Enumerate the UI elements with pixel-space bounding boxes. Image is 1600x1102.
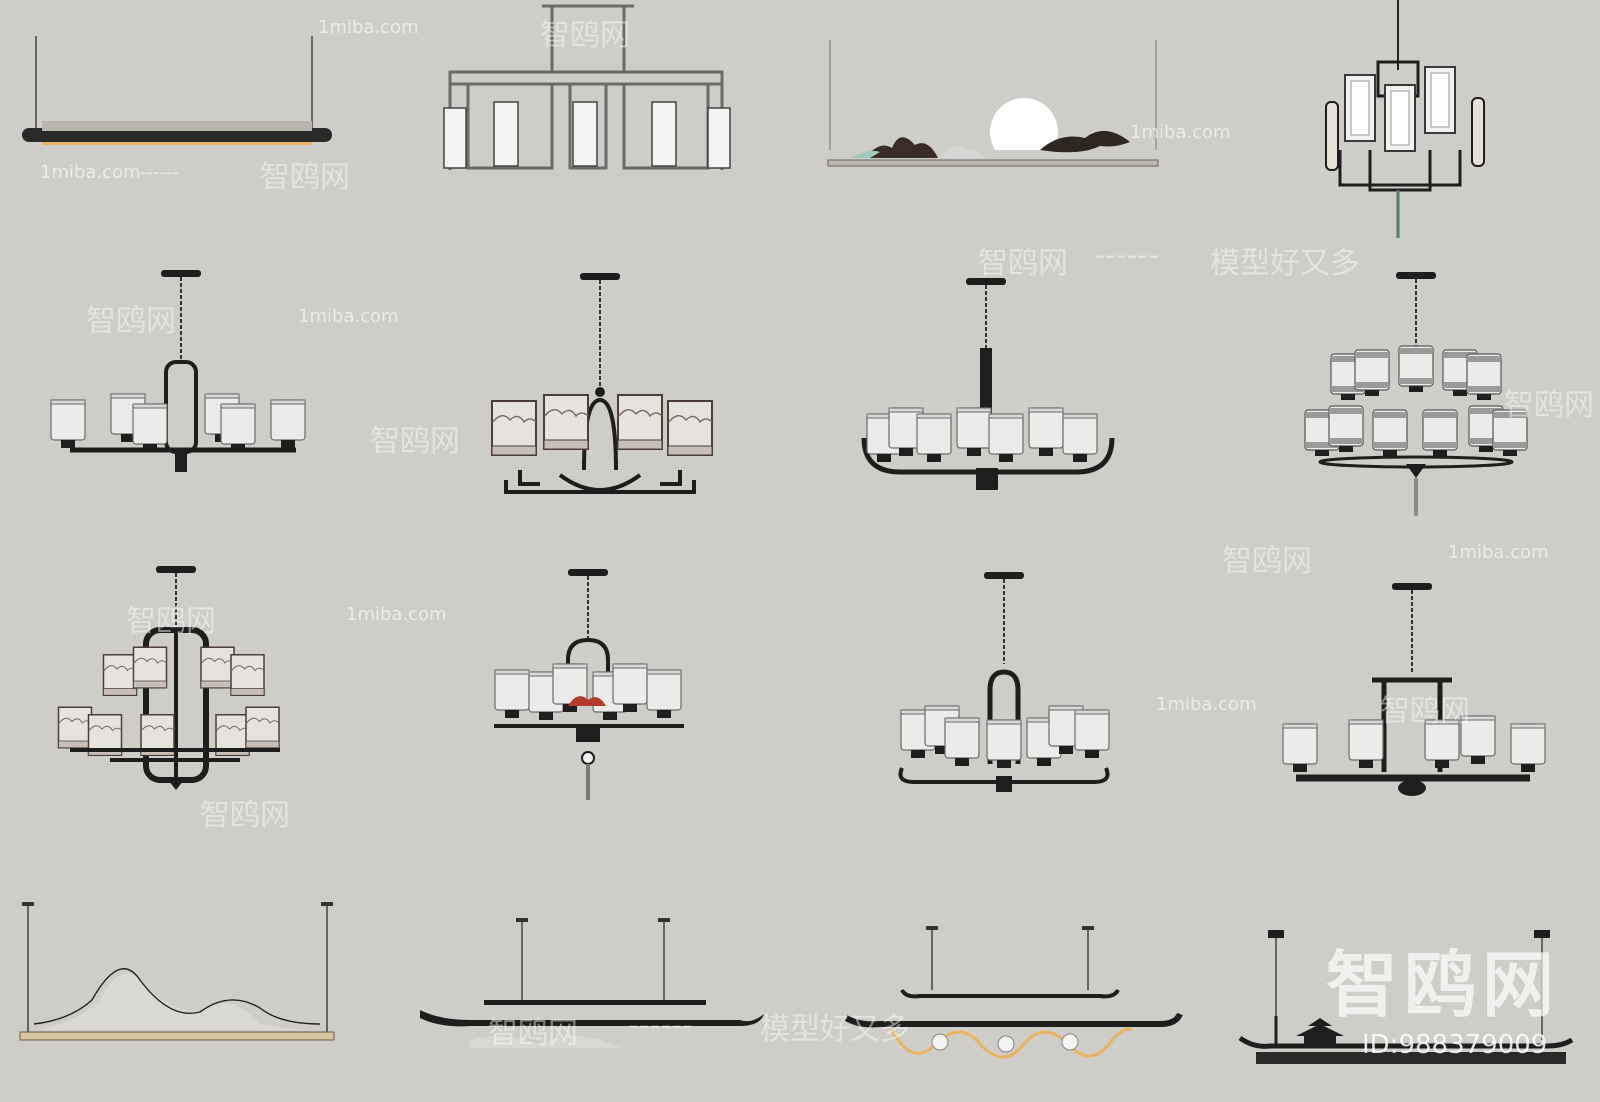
watermark-site: 智鸥网 <box>1222 544 1312 579</box>
chandelier-two-tier-2 <box>57 566 280 790</box>
chandelier-square-shade <box>491 273 713 494</box>
chandelier-6-arm-2 <box>1282 583 1546 796</box>
watermark-site-large: 智鸥网 <box>1326 943 1561 1027</box>
watermark-site: 智鸥网 <box>126 604 216 639</box>
lantern-chandelier-1 <box>1325 0 1485 238</box>
watermark-domain: 1miba.com <box>1448 542 1549 563</box>
watermark-domain: 1miba.com <box>40 162 141 183</box>
watermark-domain: 1miba.com <box>1130 122 1231 143</box>
chandelier-two-tier-1 <box>1304 272 1528 516</box>
watermark-domain: 1miba.com <box>346 604 447 625</box>
watermark-site: 智鸥网 <box>1504 388 1594 423</box>
rect-frame-shades <box>443 101 731 169</box>
wave-linear-lamp <box>844 926 1183 1059</box>
watermark-site: 智鸥网 <box>1380 694 1470 729</box>
watermark-slogan: 模型好又多 <box>760 1012 910 1047</box>
pagoda-linear-lamp <box>1238 930 1574 1064</box>
linear-lamp-1 <box>22 36 332 145</box>
boat-linear-lamp <box>420 918 764 1048</box>
watermark-site: 智鸥网 <box>200 798 290 833</box>
watermark-site: 智鸥网 <box>488 1016 578 1051</box>
watermark-id: ID:988379009 <box>1362 1030 1548 1060</box>
watermark-domain: 1miba.com <box>298 306 399 327</box>
watermark-slogan: 模型好又多 <box>1210 246 1360 281</box>
watermark-site: 智鸥网 <box>86 304 176 339</box>
watermark-dashes: ------ <box>1094 238 1159 273</box>
watermark-site: 智鸥网 <box>370 424 460 459</box>
watermark-site: 智鸥网 <box>260 160 350 195</box>
chandelier-6-arm-1 <box>50 270 306 472</box>
watermark-site: 智鸥网 <box>978 246 1068 281</box>
mountain-linear-lamp <box>19 902 335 1041</box>
chandelier-8-arm-2 <box>898 572 1110 792</box>
chandelier-tassel <box>494 569 684 800</box>
watermark-domain: 1miba.com <box>1156 694 1257 715</box>
watermark-domain: 1miba.com <box>318 17 419 38</box>
watermark-dashes: ------ <box>628 1008 693 1043</box>
watermark-dashes: ------ <box>140 162 179 183</box>
chandelier-8-arm-1 <box>861 278 1115 490</box>
landscape-moon-lamp <box>820 40 1160 170</box>
watermark-site: 智鸥网 <box>540 18 630 53</box>
